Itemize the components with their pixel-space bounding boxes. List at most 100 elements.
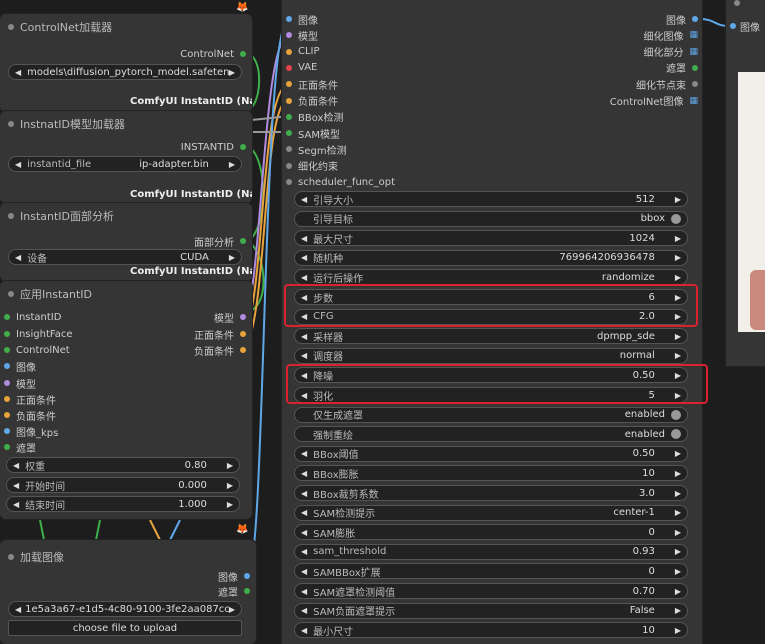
arrow-left-icon[interactable]: ◀: [301, 253, 308, 263]
output-dot-icon[interactable]: [240, 331, 246, 337]
output-mask[interactable]: 遮罩: [218, 583, 250, 599]
output-controlnet[interactable]: ControlNet: [180, 46, 246, 62]
input-dot-icon[interactable]: [286, 48, 292, 55]
instantid-loader-node[interactable]: InstnatID模型加载器 INSTANTID ◀ instantid_fil…: [0, 111, 252, 203]
arrow-left-icon[interactable]: ◀: [301, 488, 308, 498]
arrow-left-icon[interactable]: ◀: [15, 604, 22, 614]
collapse-dot-icon[interactable]: [8, 213, 14, 219]
arrow-left-icon[interactable]: ◀: [301, 468, 308, 478]
arrow-left-icon[interactable]: ◀: [301, 606, 308, 616]
output-dot-icon[interactable]: [240, 51, 246, 57]
input-dot-icon[interactable]: [730, 23, 736, 29]
arrow-left-icon[interactable]: ◀: [13, 460, 20, 470]
arrow-right-icon[interactable]: ▶: [226, 499, 233, 509]
arrow-left-icon[interactable]: ◀: [301, 547, 308, 557]
arrow-left-icon[interactable]: ◀: [301, 390, 308, 400]
device-select[interactable]: ◀ 设备 CUDA ▶: [8, 249, 242, 265]
output-negative[interactable]: 负面条件: [194, 342, 246, 358]
input-dot-icon[interactable]: [286, 64, 292, 71]
output-dot-icon[interactable]: [240, 238, 246, 244]
arrow-right-icon[interactable]: ▶: [674, 527, 681, 537]
collapse-dot-icon[interactable]: [734, 0, 740, 6]
detailer-output[interactable]: ControlNet图像▦: [609, 95, 698, 109]
input-dot-icon[interactable]: [286, 146, 292, 153]
arrow-right-icon[interactable]: ▶: [674, 370, 681, 380]
input-dot-icon[interactable]: [4, 396, 10, 402]
output-dot-icon[interactable]: [240, 314, 246, 320]
input-image-kps[interactable]: 图像_kps: [4, 423, 58, 439]
toggle-icon[interactable]: [671, 429, 681, 440]
arrow-left-icon[interactable]: ◀: [301, 370, 308, 380]
arrow-left-icon[interactable]: ◀: [301, 508, 308, 518]
input-dot-icon[interactable]: [286, 179, 292, 185]
toggle-icon[interactable]: [671, 213, 681, 224]
face-analysis-node[interactable]: InstantID面部分析 面部分析 ◀ 设备 CUDA ▶ ComfyUI I…: [0, 203, 252, 281]
list-output-icon[interactable]: ▦: [689, 46, 698, 57]
detailer-input[interactable]: 图像: [286, 11, 318, 27]
arrow-left-icon[interactable]: ◀: [301, 449, 308, 459]
detailer-output[interactable]: 细化部分▦: [643, 46, 698, 60]
arrow-right-icon[interactable]: ▶: [674, 233, 681, 243]
arrow-right-icon[interactable]: ▶: [674, 508, 681, 518]
arrow-right-icon[interactable]: ▶: [674, 566, 681, 576]
arrow-right-icon[interactable]: ▶: [674, 606, 681, 616]
collapse-dot-icon[interactable]: [8, 291, 14, 297]
arrow-right-icon[interactable]: ▶: [674, 449, 681, 459]
input-dot-icon[interactable]: [4, 331, 10, 337]
input-instantid[interactable]: InstantID: [4, 309, 61, 325]
preview-image-node[interactable]: 图像: [726, 0, 765, 366]
detailer-output[interactable]: 细化图像▦: [643, 30, 698, 43]
toggle-icon[interactable]: [671, 409, 681, 420]
arrow-left-icon[interactable]: ◀: [301, 194, 308, 204]
detailer-input[interactable]: 模型: [286, 27, 318, 43]
input-dot-icon[interactable]: [286, 81, 292, 88]
list-output-icon[interactable]: ▦: [689, 30, 698, 41]
arrow-left-icon[interactable]: ◀: [301, 312, 308, 322]
arrow-left-icon[interactable]: ◀: [301, 292, 308, 302]
input-dot-icon[interactable]: [286, 130, 292, 137]
detailer-output[interactable]: 图像: [666, 11, 698, 27]
output-dot-icon[interactable]: [240, 347, 246, 353]
output-face-analysis[interactable]: 面部分析: [194, 233, 246, 249]
arrow-left-icon[interactable]: ◀: [301, 566, 308, 576]
arrow-right-icon[interactable]: ▶: [674, 586, 681, 596]
arrow-left-icon[interactable]: ◀: [15, 159, 22, 169]
arrow-left-icon[interactable]: ◀: [301, 351, 308, 361]
load-image-node[interactable]: 加载图像 图像 遮罩 ◀ 1e5a3a67-e1d5-4c80-9100-3fe…: [0, 540, 256, 644]
arrow-left-icon[interactable]: ◀: [13, 480, 20, 490]
arrow-right-icon[interactable]: ▶: [674, 331, 681, 341]
detailer-output[interactable]: 细化节点束: [636, 76, 698, 92]
arrow-left-icon[interactable]: ◀: [13, 499, 20, 509]
output-model[interactable]: 模型: [214, 309, 246, 325]
image-file-select[interactable]: ◀ 1e5a3a67-e1d5-4c80-9100-3fe2aa087cc6.p…: [8, 601, 242, 617]
arrow-right-icon[interactable]: ▶: [674, 488, 681, 498]
input-dot-icon[interactable]: [286, 97, 292, 104]
arrow-right-icon[interactable]: ▶: [228, 159, 235, 169]
detailer-input[interactable]: 细化约束: [286, 158, 338, 174]
input-positive[interactable]: 正面条件: [4, 391, 56, 407]
input-dot-icon[interactable]: [286, 162, 292, 169]
arrow-right-icon[interactable]: ▶: [228, 252, 235, 262]
arrow-right-icon[interactable]: ▶: [674, 272, 681, 282]
output-dot-icon[interactable]: [692, 81, 698, 88]
arrow-right-icon[interactable]: ▶: [226, 480, 233, 490]
input-dot-icon[interactable]: [4, 363, 10, 369]
input-dot-icon[interactable]: [4, 380, 10, 386]
